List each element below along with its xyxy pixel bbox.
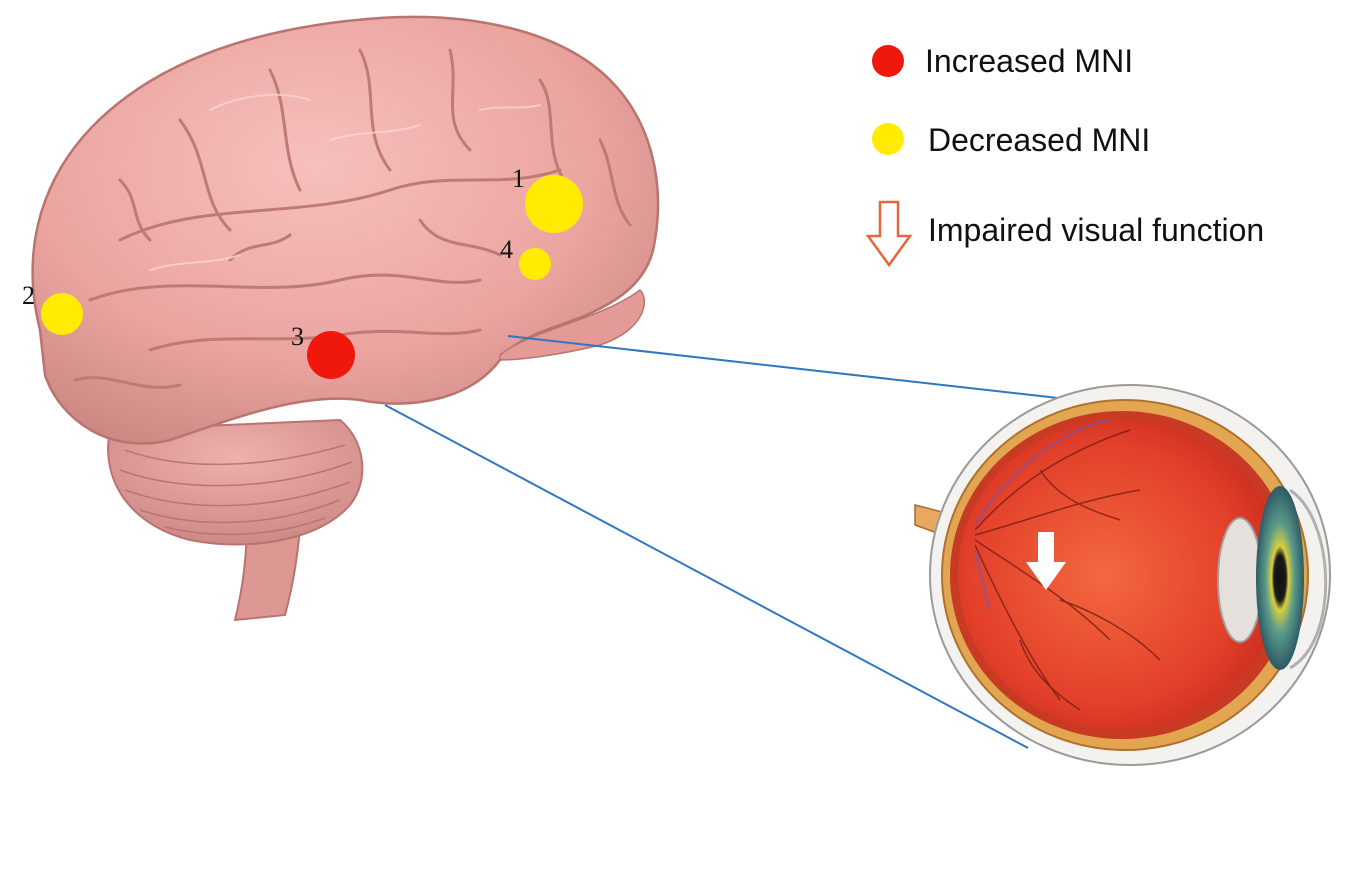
- legend-impaired-down-arrow-icon: [865, 200, 913, 268]
- cerebellum-folds: [119, 444, 353, 536]
- cerebrum: [31, 15, 660, 445]
- region-2-label: 2: [22, 281, 35, 310]
- brain-highlights: [149, 93, 541, 271]
- region-markers: 1 2 3 4: [22, 164, 583, 379]
- legend-decreased-label: Decreased MNI: [928, 122, 1150, 158]
- legend-increased-dot: [872, 45, 904, 77]
- retina-down-arrow-icon: [1026, 532, 1066, 590]
- region-4-decreased-dot: [519, 248, 551, 280]
- region-4-label: 4: [500, 235, 513, 264]
- eye-vitreous: [958, 420, 1282, 730]
- legend-increased-label: Increased MNI: [925, 43, 1133, 79]
- eye-lens: [1217, 517, 1263, 643]
- legend-decreased-dot: [872, 123, 904, 155]
- temporal-pole: [499, 289, 646, 361]
- eye-cornea: [1289, 488, 1328, 670]
- region-1-decreased-dot: [525, 175, 583, 233]
- legend-impaired-label: Impaired visual function: [928, 212, 1264, 248]
- retinal-veins: [974, 419, 1111, 611]
- connector-lines: [384, 335, 1059, 749]
- legend: Increased MNI Decreased MNI Impaired vis…: [865, 43, 1264, 268]
- brain-sulci: [73, 48, 632, 389]
- connector-line-upper: [507, 335, 1059, 399]
- brain-illustration: [31, 15, 660, 622]
- region-3-label: 3: [291, 322, 304, 351]
- eye-illustration: [914, 384, 1331, 766]
- region-3-increased-dot: [307, 331, 355, 379]
- connector-line-lower: [384, 404, 1029, 749]
- region-1-label: 1: [512, 164, 525, 193]
- eye-iris: [1256, 486, 1304, 670]
- region-2-decreased-dot: [41, 293, 83, 335]
